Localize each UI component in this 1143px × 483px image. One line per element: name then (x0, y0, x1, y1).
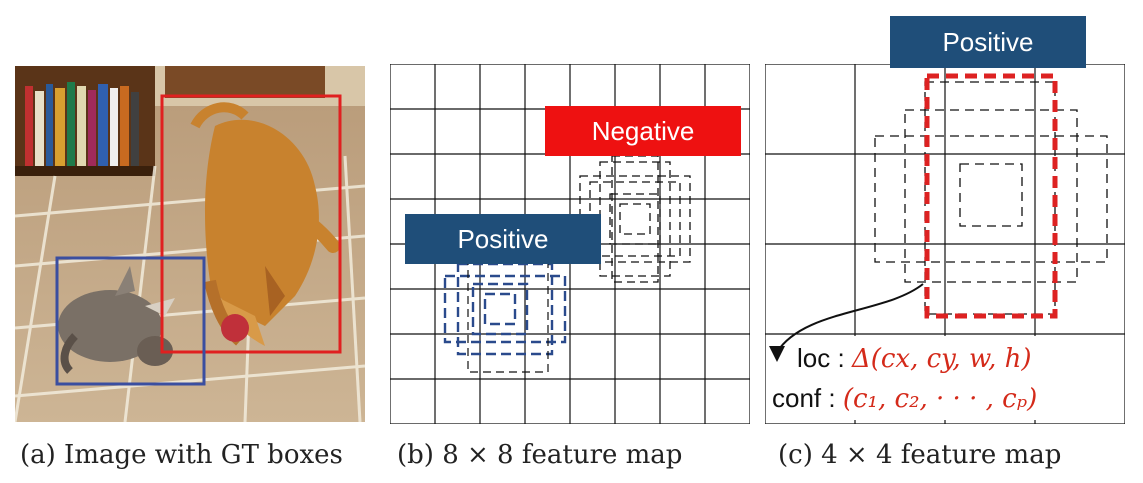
arrow-head (769, 346, 785, 362)
formula-backdrop (773, 336, 1118, 420)
conf-line: conf : (c₁, c₂, · · · , cₚ) (772, 383, 1037, 414)
positive-anchor-boxes (443, 262, 567, 356)
positive-label-c: Positive (890, 16, 1086, 68)
panel-c (764, 63, 1126, 425)
caption-b: (b) 8 × 8 feature map (397, 440, 683, 470)
dog-image (190, 102, 340, 346)
conf-key: conf (772, 383, 822, 413)
negative-label: Negative (545, 106, 741, 156)
matched-anchor-box (924, 73, 1058, 319)
conf-colon: : (828, 383, 843, 413)
positive-label-b: Positive (405, 214, 601, 264)
conf-value: (c₁, c₂, · · · , cₚ) (842, 384, 1038, 414)
loc-line: loc : Δ(cx, cy, w, h) (797, 343, 1032, 374)
cat-image (58, 266, 175, 374)
gt-box-dog (160, 94, 342, 354)
loc-key: loc (797, 343, 831, 373)
loc-value: Δ(cx, cy, w, h) (851, 344, 1032, 374)
loc-colon: : (837, 343, 852, 373)
gt-box-cat (55, 256, 206, 386)
caption-c: (c) 4 × 4 feature map (778, 440, 1062, 470)
bookshelf-image (15, 66, 155, 176)
caption-a: (a) Image with GT boxes (20, 440, 343, 470)
anchor-boxes (874, 81, 1108, 315)
cabinet (165, 66, 325, 98)
arrow (776, 283, 924, 353)
panel-a (13, 66, 366, 423)
gt-image (13, 66, 366, 423)
